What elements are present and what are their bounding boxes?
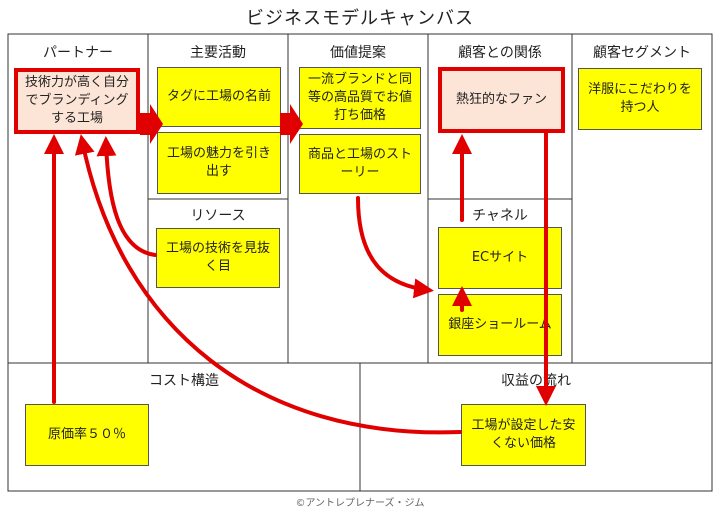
note-activity-appeal: 工場の魅力を引き出す xyxy=(157,132,281,194)
section-revenue-streams: 収益の流れ xyxy=(501,373,571,389)
section-partners: パートナー xyxy=(43,45,113,61)
note-channel-ginza: 銀座ショールーム xyxy=(438,294,562,356)
section-channels: チャネル xyxy=(472,208,528,224)
copyright-footer: ©アントレプレナーズ・ジム xyxy=(295,498,425,509)
note-value-quality: 一流ブランドと同等の高品質でお値打ち価格 xyxy=(299,67,421,129)
section-key-activities: 主要活動 xyxy=(190,45,246,61)
note-cost-ratio: 原価率５０％ xyxy=(25,404,149,466)
canvas-title: ビジネスモデルキャンバス xyxy=(246,8,474,29)
note-channel-ec: ECサイト xyxy=(438,227,562,289)
section-cost-structure: コスト構造 xyxy=(149,373,219,389)
section-key-resources: リソース xyxy=(190,208,246,224)
note-partner-factory: 技術力が高く自分でブランディングする工場 xyxy=(14,68,140,134)
section-customer-segments: 顧客セグメント xyxy=(593,45,691,61)
note-relationship-fan: 熱狂的なファン xyxy=(438,67,565,133)
note-segment-people: 洋服にこだわりを持つ人 xyxy=(578,68,702,130)
note-activity-tag: タグに工場の名前 xyxy=(157,67,281,127)
note-resource-eye: 工場の技術を見抜く目 xyxy=(156,228,280,288)
section-value-proposition: 価値提案 xyxy=(330,45,386,61)
section-customer-relationships: 顧客との関係 xyxy=(458,45,542,61)
note-value-story: 商品と工場のストーリー xyxy=(299,134,421,194)
note-revenue-price: 工場が設定した安くない価格 xyxy=(461,404,586,466)
